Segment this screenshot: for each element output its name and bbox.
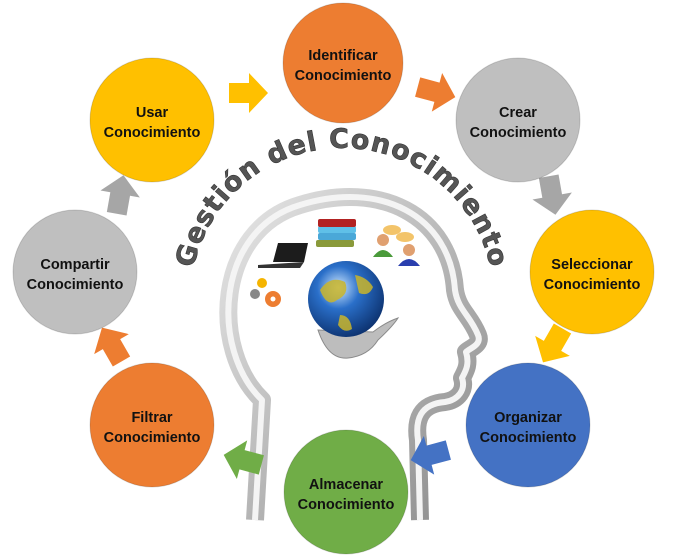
node-circle <box>282 2 404 124</box>
node-circle <box>455 57 581 183</box>
laptop-icon <box>258 243 308 268</box>
arrow-identificar-to-crear <box>415 72 456 112</box>
arrow-compartir-to-usar <box>100 175 140 216</box>
arrow-usar-to-identificar <box>229 73 268 113</box>
node-label-line1: Compartir <box>40 257 110 273</box>
node-label-line1: Filtrar <box>131 410 172 426</box>
books-icon <box>316 219 356 247</box>
node-label-line2: Conocimiento <box>470 125 567 141</box>
node-label-line1: Usar <box>136 105 169 121</box>
node-label-line2: Conocimiento <box>298 497 395 513</box>
globe-in-hand-icon <box>308 261 400 359</box>
node-label-line1: Seleccionar <box>551 257 633 273</box>
head-silhouette-icon <box>219 188 488 521</box>
node-label-line1: Crear <box>499 105 537 121</box>
people-chat-icon <box>373 225 420 266</box>
arrow-organizar-to-almacenar <box>410 435 451 475</box>
node-label-line1: Organizar <box>494 410 562 426</box>
arrow-almacenar-to-filtrar <box>223 440 264 480</box>
node-label-line2: Conocimiento <box>480 430 577 446</box>
node-circle <box>529 209 655 335</box>
node-label-line1: Almacenar <box>309 477 384 493</box>
arrow-seleccionar-to-organizar <box>535 323 572 363</box>
node-circle <box>89 362 215 488</box>
node-label-line2: Conocimiento <box>104 430 201 446</box>
node-circle <box>465 362 591 488</box>
flow-arrows <box>94 72 572 480</box>
gears-icon <box>250 278 281 307</box>
node-label-line2: Conocimiento <box>295 68 392 84</box>
node-circle <box>89 57 215 183</box>
arrow-crear-to-seleccionar <box>532 174 572 215</box>
node-label-line2: Conocimiento <box>27 277 124 293</box>
node-circle <box>12 209 138 335</box>
arrow-filtrar-to-compartir <box>94 327 131 367</box>
node-label-line1: Identificar <box>308 48 378 64</box>
node-label-line2: Conocimiento <box>104 125 201 141</box>
node-label-line2: Conocimiento <box>544 277 641 293</box>
node-circle <box>283 429 409 555</box>
